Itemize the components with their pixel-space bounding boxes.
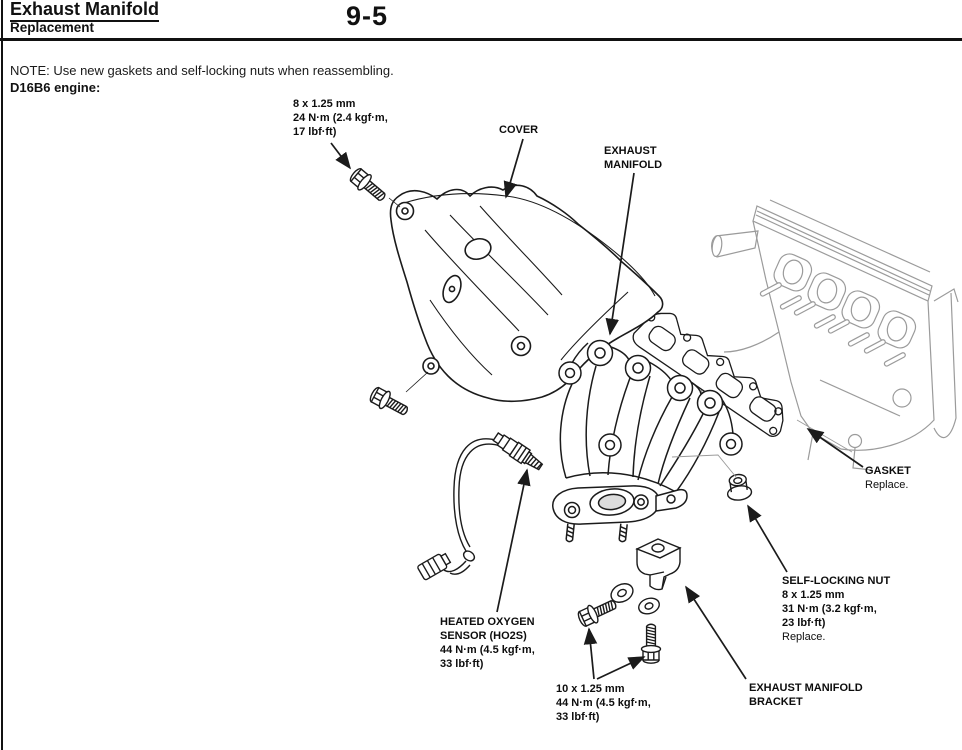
gasket-label: GASKET Replace.: [865, 465, 911, 491]
page-number: 9-5: [346, 1, 389, 31]
cover-label: COVER: [499, 124, 539, 136]
self-locking-nut-arrow: [747, 504, 788, 573]
manifold-stud-drawing: [565, 522, 628, 543]
cover-bolt-b-drawing: [367, 384, 412, 421]
bracket-bolt-arrow: [583, 627, 598, 680]
cover-bolt-spec-arrow: [330, 142, 352, 170]
engine-block-drawing: [699, 199, 959, 471]
bracket-bolt-spec-label: 10 x 1.25 mm 44 N·m (4.5 kgf·m, 33 lbf·f…: [556, 683, 651, 723]
page-subtitle: Replacement: [10, 20, 95, 35]
engine-variant-text: D16B6 engine:: [10, 80, 101, 95]
cover-arrow: [503, 138, 524, 199]
washer-drawing: [610, 583, 634, 603]
header-rule: [0, 38, 962, 41]
bracket-stud-arrow: [596, 656, 646, 680]
washer-drawing: [638, 597, 660, 615]
exhaust-manifold-drawing: [552, 339, 743, 543]
bracket-arrow: [685, 585, 747, 680]
bracket-label: EXHAUST MANIFOLD BRACKET: [749, 682, 863, 708]
exhaust-manifold-label: EXHAUST MANIFOLD: [604, 145, 663, 171]
cover-bolt-spec-label: 8 x 1.25 mm 24 N·m (2.4 kgf·m, 17 lbf·ft…: [293, 98, 388, 138]
self-locking-nut-label: SELF-LOCKING NUT 8 x 1.25 mm 31 N·m (3.2…: [782, 575, 891, 643]
ho2s-arrow: [496, 468, 531, 613]
exhaust-manifold-arrow: [605, 172, 635, 336]
ho2s-connector-drawing: [417, 552, 452, 581]
gasket-arrow: [806, 428, 864, 468]
cover-bolt-a-drawing: [346, 165, 391, 207]
gasket-drawing: [632, 312, 784, 438]
note-text: NOTE: Use new gaskets and self-locking n…: [10, 63, 394, 78]
self-locking-nut-drawing: [726, 473, 753, 501]
cover-drawing: [389, 184, 664, 403]
page-left-border: [1, 0, 3, 750]
ho2s-label: HEATED OXYGEN SENSOR (HO2S) 44 N·m (4.5 …: [440, 616, 535, 670]
alignment-lines: [388, 197, 853, 478]
page-title: Exhaust Manifold: [10, 0, 160, 22]
ho2s-sensor-drawing: [417, 431, 544, 581]
bracket-stud-bolt-drawing: [640, 623, 662, 664]
bracket-drawing: [635, 538, 682, 591]
